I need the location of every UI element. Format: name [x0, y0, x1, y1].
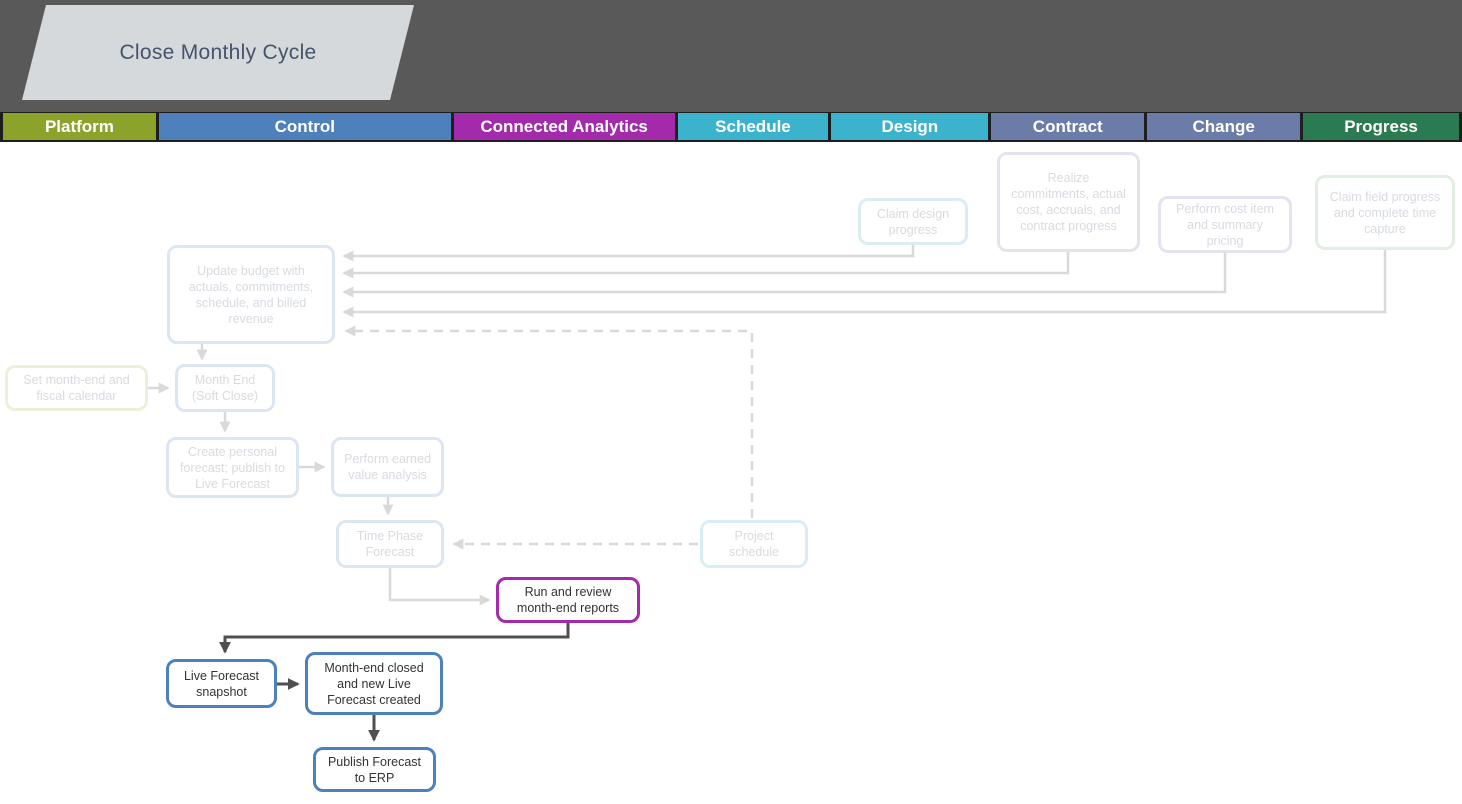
lane-platform: Platform	[3, 113, 156, 140]
node-realize-commitments: Realize commitments, actual cost, accrua…	[997, 152, 1140, 252]
lane-connected-analytics: Connected Analytics	[453, 113, 675, 140]
node-month-end-closed: Month-end closed and new Live Forecast c…	[305, 652, 443, 715]
connector-claim-field-to-update-budget	[342, 250, 1387, 318]
node-publish-forecast-erp: Publish Forecast to ERP	[313, 747, 436, 792]
connector-run-review-to-live-snapshot	[219, 623, 570, 654]
node-month-end-soft-close: Month End (Soft Close)	[175, 364, 275, 412]
lane-schedule: Schedule	[677, 113, 829, 140]
page-title: Close Monthly Cycle	[119, 40, 317, 64]
title-banner: Close Monthly Cycle	[0, 0, 1462, 112]
node-earned-value-analysis: Perform earned value analysis	[331, 437, 444, 497]
connector-time-phase-to-run-review	[388, 568, 491, 606]
connector-perform-cost-to-update-budget	[342, 253, 1227, 298]
node-live-forecast-snapshot: Live Forecast snapshot	[166, 659, 277, 708]
lane-design: Design	[831, 113, 989, 140]
node-claim-field-progress: Claim field progress and complete time c…	[1315, 175, 1455, 250]
swimlane-header: Platform Control Connected Analytics Sch…	[0, 112, 1462, 142]
node-set-month-end: Set month-end and fiscal calendar	[5, 365, 148, 411]
node-time-phase-forecast: Time Phase Forecast	[336, 520, 444, 568]
node-claim-design-progress: Claim design progress	[858, 198, 968, 245]
node-update-budget: Update budget with actuals, commitments,…	[167, 245, 335, 344]
lane-change: Change	[1147, 113, 1301, 140]
node-project-schedule: Project schedule	[700, 520, 808, 568]
title-parallelogram: Close Monthly Cycle	[22, 5, 414, 100]
node-perform-cost-item-pricing: Perform cost item and summary pricing	[1158, 196, 1292, 253]
lane-contract: Contract	[991, 113, 1145, 140]
connector-claim-design-to-update-budget	[342, 245, 915, 262]
lane-control: Control	[158, 113, 451, 140]
node-create-personal-forecast: Create personal forecast; publish to Liv…	[166, 437, 299, 498]
connector-realize-to-update-budget	[342, 252, 1070, 279]
node-run-review-month-end-reports: Run and review month-end reports	[496, 577, 640, 623]
lane-progress: Progress	[1303, 113, 1459, 140]
